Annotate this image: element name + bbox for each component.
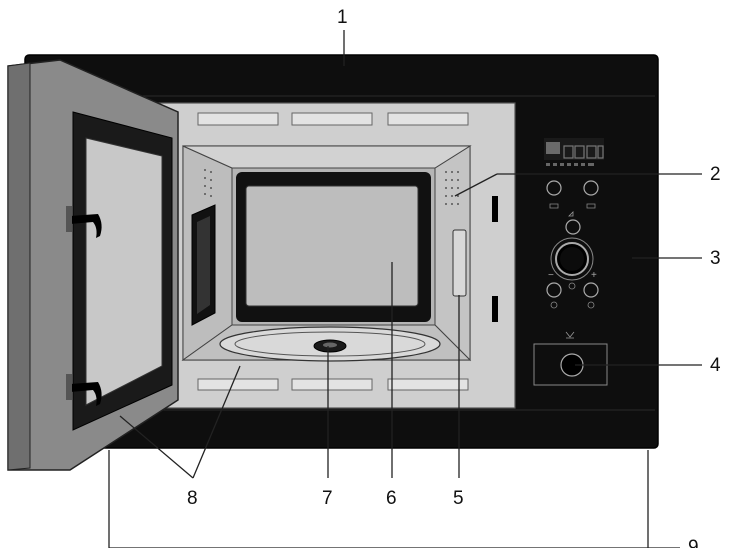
control-panel: − + xyxy=(533,138,608,386)
open-door xyxy=(7,59,179,471)
callout-labels: 1 2 3 4 5 6 7 8 9 xyxy=(187,7,721,553)
start-icon xyxy=(587,301,595,309)
side-slot-upper xyxy=(492,196,498,222)
rotary-knob[interactable] xyxy=(550,237,594,281)
callout-5: 5 xyxy=(453,488,464,509)
callout-9: 9 xyxy=(688,537,699,548)
display-screen xyxy=(544,138,604,166)
power-symbol-icon xyxy=(568,211,574,217)
callout-8: 8 xyxy=(187,488,198,509)
side-slot-lower xyxy=(492,296,498,322)
door-latch-hook-upper xyxy=(70,214,102,238)
stop-button[interactable] xyxy=(546,282,562,298)
program-button-right[interactable] xyxy=(583,180,599,196)
knob-minus-label: − xyxy=(548,270,554,281)
defrost-icon xyxy=(549,203,559,209)
callout-4: 4 xyxy=(710,355,721,376)
power-button[interactable] xyxy=(565,219,581,235)
callout-3: 3 xyxy=(710,248,721,269)
program-button-left[interactable] xyxy=(546,180,562,196)
door-latch-hook-lower xyxy=(70,382,102,406)
start-button[interactable] xyxy=(583,282,599,298)
callout-6: 6 xyxy=(386,488,397,509)
callout-1: 1 xyxy=(337,7,348,28)
knob-plus-label: + xyxy=(591,270,597,281)
callout-2: 2 xyxy=(710,164,721,185)
turntable xyxy=(219,326,441,362)
stop-icon xyxy=(550,301,558,309)
door-release-icon xyxy=(565,331,575,339)
grill-icon xyxy=(586,203,596,209)
clock-icon xyxy=(568,282,576,290)
callout-7: 7 xyxy=(322,488,333,509)
